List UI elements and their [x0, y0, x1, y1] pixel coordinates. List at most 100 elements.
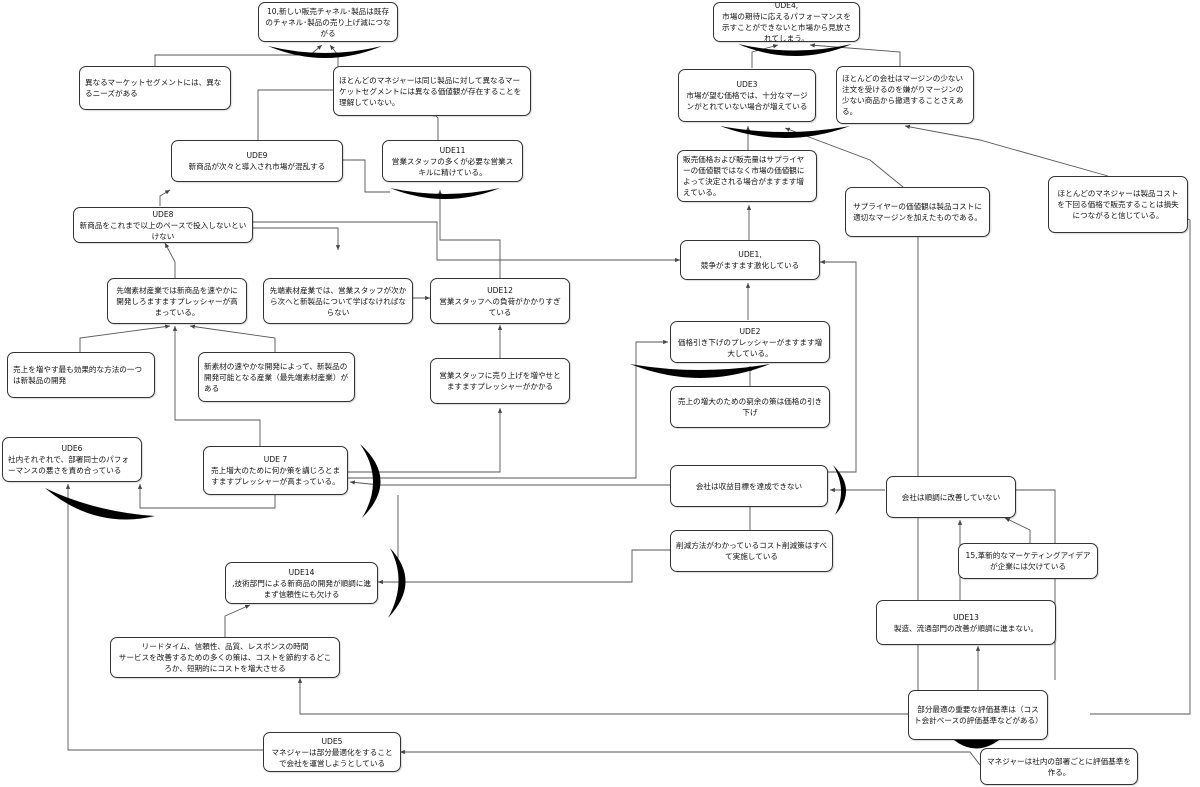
node-supp[interactable]: サプライヤーの価値観は製品コストに適切なマージンを加えたものである。: [845, 187, 990, 237]
node-ude1[interactable]: UDE1, 競争がますます激化している: [680, 240, 820, 280]
node-most[interactable]: ほとんどのマネジャーは同じ製品に対して異なるマーケットセグメントには異なる価値観…: [333, 66, 531, 116]
node-text: ほとんどのマネジャーは同じ製品に対して異なるマーケットセグメントには異なる価値観…: [339, 75, 522, 107]
node-text: 製造、流通部門の改善が順調に進まない。: [893, 623, 1039, 633]
node-text: 新素材の速やかな開発によって、新製品の開発可能となる産業（最先端素材産業）がある: [204, 361, 349, 393]
node-rev[interactable]: 会社は収益目標を達成できない: [670, 465, 828, 507]
node-ude11[interactable]: UDE11 営業スタッフの多くが必要な営業スキルに精けている。: [382, 140, 523, 182]
node-ude6[interactable]: UDE6 社内それぞれで、部署同士のパフォーマンスの悪さを責め合っている: [2, 437, 142, 482]
node-text: 異なるマーケットセグメントには、異なるニーズがある: [85, 78, 222, 98]
node-lead[interactable]: リードタイム、信頼性、品質、レスポンスの時間 サービスを改善するための多くの策は…: [110, 637, 340, 678]
node-sales[interactable]: 営業スタッフに売り上げを増やせとますますプレッシャーがかかる: [430, 358, 570, 404]
node-text: 会社は順調に改善していない: [901, 492, 1001, 502]
node-text: 先端素材産業では新商品を速やかに開発しろますますプレッシャーが高まっている。: [116, 285, 238, 317]
node-text: 会社は収益目標を達成できない: [695, 481, 803, 491]
node-costs[interactable]: 削減方法がわかっているコスト削減策はすべて実施している: [670, 530, 833, 572]
node-impr[interactable]: 会社は順調に改善していない: [886, 476, 1016, 518]
node-n15[interactable]: 15,革新的なマーケティングアイデアが企業には欠けている: [958, 543, 1098, 579]
node-text: マネジャーは部分最適化をすることで会社を運営しようとしている: [271, 747, 393, 768]
node-id: UDE13: [953, 612, 979, 622]
node-ude14[interactable]: UDE14 ,技術部門による新商品の開発が順調に進まず信頼性にも欠ける: [225, 562, 378, 604]
node-text: 市場の期待に応えるパフォーマンスを示すことができないと市場から見放されてしまう。: [721, 12, 852, 42]
node-text: 市場が望む価格では、十分なマージンがとれていない場合が増えている: [686, 91, 808, 111]
crescent-marker: [833, 465, 847, 515]
node-text: 営業スタッフに売り上げを増やせとますますプレッシャーがかかる: [439, 371, 561, 391]
node-newm[interactable]: 新素材の速やかな開発によって、新製品の開発可能となる産業（最先端素材産業）がある: [198, 352, 355, 402]
node-id: UDE3: [736, 80, 758, 89]
node-id: UDE14: [288, 567, 315, 577]
edge-ude5-to-ude6: [65, 484, 265, 751]
node-text: 新商品が次々と導入され市場が混乱する: [188, 162, 326, 171]
edge-seg-to-n10: [154, 44, 323, 66]
node-text: 15,革新的なマーケティングアイデアが企業には欠けている: [965, 551, 1091, 571]
edge-ude11-to-most: [431, 111, 439, 140]
node-dept[interactable]: マネジャーは社内の部署ごとに評価基準を作る。: [980, 748, 1138, 785]
node-eff[interactable]: 売上を増やす最も効果的な方法の一つは新製品の開発: [7, 352, 155, 398]
node-id: UDE9: [246, 151, 268, 160]
node-text: 先端素材産業では、営業スタッフが次から次へと新製品について学ばなければならない: [269, 285, 407, 317]
edge-rev-to-ude1: [820, 259, 857, 473]
node-ude7[interactable]: UDE 7 売上増大のために何か策を講じろとますますプレッシャーが高まっている。: [203, 446, 348, 495]
node-ude5[interactable]: UDE5 マネジャーは部分最適化をすることで会社を運営しようとしている: [263, 732, 401, 772]
node-ude2[interactable]: UDE2 価格引き下げのプレッシャーがますます増大している。: [670, 321, 830, 363]
node-ude3[interactable]: UDE3 市場が望む価格では、十分なマージンがとれていない場合が増えている: [678, 69, 816, 122]
node-id: UDE8: [152, 209, 174, 219]
edge-part-to-lead: [297, 678, 908, 715]
node-text: ほとんどのマネジャーは製品コストを下回る価格で販売することは損失につながると信じ…: [1057, 189, 1179, 220]
node-ude12[interactable]: UDE12 営業スタッフへの負荷がかかりすぎている: [430, 278, 570, 324]
node-staff[interactable]: 先端素材産業では、営業スタッフが次から次へと新製品について学ばなければならない: [263, 278, 413, 324]
edge-newm-to-adv: [189, 324, 276, 352]
edge-rev-to-impr-line: [1015, 489, 1056, 680]
node-ude13[interactable]: UDE13 製造、流通部門の改善が順調に進まない。: [876, 600, 1056, 645]
edge-lead-to-ude14: [224, 604, 251, 637]
edge-ude9-to-ude12: [342, 159, 390, 193]
node-text: リードタイム、信頼性、品質、レスポンスの時間 サービスを改善するための多くの策は…: [118, 642, 332, 673]
crescent-markers: [45, 44, 1012, 749]
node-id: UDE12: [487, 285, 513, 295]
edge-ude7-to-adv: [172, 326, 261, 446]
node-text: ,技術部門による新商品の開発が順調に進まず信頼性にも欠ける: [232, 578, 371, 599]
node-adv[interactable]: 先端素材産業では新商品を速やかに開発しろますますプレッシャーが高まっている。: [107, 278, 247, 324]
node-ude8[interactable]: UDE8 新商品をこれまで以上のペースで投入しないといけない: [73, 207, 253, 243]
crescent-marker: [388, 548, 406, 618]
node-seg[interactable]: 異なるマーケットセグメントには、異なるニーズがある: [79, 66, 231, 110]
edge-ude9-to-n10: [257, 89, 335, 140]
node-id: UDE1,: [738, 250, 762, 259]
node-text: 売上の増大のための窮余の策は価格の引き下げ: [677, 397, 823, 417]
edge-ude7-to-ude6: [137, 484, 276, 509]
edge-ude3-to-ude4: [751, 44, 779, 68]
edge-eff-to-adv: [79, 324, 171, 352]
node-text: 削減方法がわかっているコスト削減策はすべて実施している: [676, 541, 827, 561]
edge-low-to-ude4: [809, 43, 901, 66]
node-price[interactable]: 販売価格および販売量はサプライヤーの価値観ではなく市場の価値観によって決定される…: [677, 150, 817, 202]
node-loss[interactable]: ほとんどのマネジャーは製品コストを下回る価格で販売することは損失につながると信じ…: [1048, 176, 1188, 233]
edge-dept-to-ude5: [400, 749, 981, 766]
node-ude4[interactable]: UDE4, 市場の期待に応えるパフォーマンスを示すことができないと市場から見放さ…: [713, 2, 860, 42]
node-text: ほとんどの会社はマージンの少ない注文を受けるのを嫌がりマージンの少ない商品から撤…: [842, 74, 964, 116]
edge-ude12-to-ude11: [437, 190, 501, 278]
crescent-marker: [738, 44, 852, 56]
node-id: UDE 7: [263, 455, 288, 464]
edge-rev-to-ude7: [349, 480, 670, 486]
node-id: UDE5: [321, 736, 343, 746]
node-text: 販売価格および販売量はサプライヤーの価値観ではなく市場の価値観によって決定される…: [683, 155, 805, 197]
node-text: 売上を増やす最も効果的な方法の一つは新製品の開発: [13, 365, 143, 385]
node-ude9[interactable]: UDE9 新商品が次々と導入され市場が混乱する: [171, 140, 343, 182]
node-low[interactable]: ほとんどの会社はマージンの少ない注文を受けるのを嫌がりマージンの少ない商品から撤…: [836, 66, 974, 124]
node-text: 売上増大のために何か策を講じろとますますプレッシャーが高まっている。: [210, 466, 341, 486]
node-id: UDE4,: [774, 2, 799, 10]
node-text: サプライヤーの価値観は製品コストに適切なマージンを加えたものである。: [853, 202, 982, 222]
node-text: 営業スタッフの多くが必要な営業スキルに精けている。: [391, 156, 514, 177]
node-cut[interactable]: 売上の増大のための窮余の策は価格の引き下げ: [670, 386, 830, 428]
node-text: 営業スタッフへの負荷がかかりすぎている: [439, 296, 561, 317]
crescent-marker: [45, 488, 155, 520]
node-id: UDE6: [61, 444, 83, 453]
edge-ude7-to-sales: [348, 408, 503, 473]
crescent-marker: [390, 188, 500, 199]
crescent-marker: [720, 126, 850, 138]
edge-ude7-to-ude2: [348, 339, 668, 479]
node-part[interactable]: 部分最適の重要な評価基準は（コスト会計ベースの評価基準などがある）: [908, 690, 1048, 740]
node-n10[interactable]: 10,新しい販売チャネル･製品は既存のチャネル･製品の売り上げ減につながる: [258, 2, 398, 42]
crescent-marker: [940, 726, 1012, 749]
crescent-marker: [630, 364, 770, 378]
